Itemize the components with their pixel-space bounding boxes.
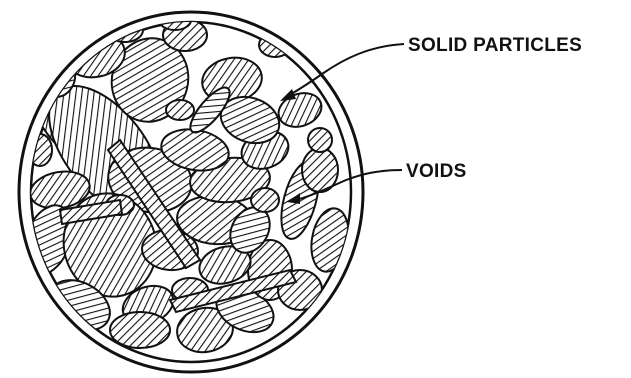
solid-particle (110, 312, 170, 348)
solid-particle (251, 188, 279, 212)
solid-particle (308, 128, 332, 152)
solid-particles-label: SOLID PARTICLES (408, 35, 582, 56)
solid-particle (28, 134, 52, 166)
solid-particle (166, 100, 194, 120)
voids-label: VOIDS (406, 161, 467, 182)
solid-particles-callout: SOLID PARTICLES (280, 35, 582, 101)
solid-particles-group (15, 10, 353, 357)
